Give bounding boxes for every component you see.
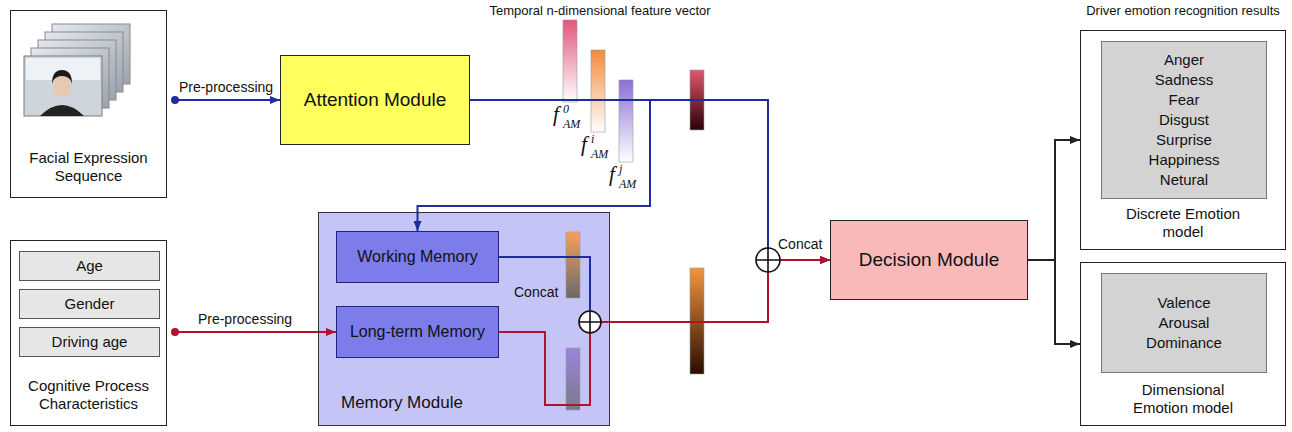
box-label: Disgust <box>1159 110 1209 130</box>
box-fill <box>19 327 160 357</box>
connector <box>499 260 830 405</box>
section-heading: Temporal n-dimensional feature vector <box>489 4 710 19</box>
box-label: Decision Module <box>859 249 999 272</box>
emotion-list: AngerSadnessFearDisgustSurpriseHappiness… <box>1101 41 1267 199</box>
box-label: Dominance <box>1146 333 1222 353</box>
edge-label: Pre-processing <box>198 311 292 327</box>
box-fill <box>1080 30 1286 250</box>
concat-symbol <box>756 248 780 272</box>
process-box: Decision Module <box>830 220 1028 300</box>
box-label: Netural <box>1160 170 1208 190</box>
box-fill <box>336 231 499 283</box>
attribute-box: Driving age <box>19 327 160 357</box>
box-label: Surprise <box>1156 130 1212 150</box>
connector <box>499 257 830 322</box>
box-label: Discrete Emotion model <box>1118 205 1248 241</box>
attribute-box: Age <box>19 251 160 281</box>
feature-vector <box>619 80 633 162</box>
box-fill <box>1080 262 1286 426</box>
module-panel: Memory Module Working MemoryLong-term Mem… <box>318 212 610 426</box>
operation-label: Concat <box>778 236 822 252</box>
output-panel: Discrete Emotion model AngerSadnessFearDi… <box>1080 30 1286 250</box>
subscript: AM <box>619 178 636 192</box>
memory-box: Long-term Memory <box>336 306 499 358</box>
concat-symbol <box>579 311 601 333</box>
box-fill <box>830 220 1028 300</box>
operation-label: Concat <box>514 284 558 300</box>
memory-box: Working Memory <box>336 231 499 283</box>
input-panel: Cognitive Process Characteristics AgeGend… <box>10 240 167 426</box>
video-frame <box>24 56 102 116</box>
concat-symbol <box>756 248 780 272</box>
box-fill <box>10 240 167 426</box>
box-label: Anger <box>1164 50 1204 70</box>
box-fill <box>318 212 610 426</box>
section-heading: Driver emotion recognition results <box>1086 4 1280 19</box>
superscript: 0 <box>563 103 569 117</box>
feature-vector <box>566 348 580 410</box>
process-box: Attention Module <box>280 55 470 145</box>
box-label: Attention Module <box>304 89 447 112</box>
edge-label: Pre-processing <box>179 79 273 95</box>
box-label: Long-term Memory <box>350 322 485 341</box>
connector <box>1028 260 1080 344</box>
emotion-list: ValenceArousalDominance <box>1101 273 1267 373</box>
subscript: AM <box>563 118 580 132</box>
box-label: Dimensional Emotion model <box>1118 381 1248 417</box>
box-label: Memory Module <box>341 393 463 413</box>
box-label: Facial Expression Sequence <box>19 149 159 185</box>
output-panel: Dimensional Emotion model ValenceArousalD… <box>1080 262 1286 426</box>
subscript: AM <box>591 148 608 162</box>
box-fill <box>1101 273 1267 373</box>
box-label: Driving age <box>52 333 128 351</box>
vector-symbol: f <box>581 132 587 156</box>
input-panel: Facial Expression Sequence <box>10 10 167 198</box>
connector <box>470 100 830 260</box>
feature-vector <box>591 50 605 132</box>
connector <box>1028 140 1080 260</box>
box-label: Age <box>76 257 103 275</box>
box-label: Cognitive Process Characteristics <box>17 377 160 413</box>
feature-vector <box>566 232 580 298</box>
connector <box>175 331 336 333</box>
driver-body <box>40 105 84 116</box>
box-fill <box>1101 41 1267 199</box>
box-label: Working Memory <box>357 247 478 266</box>
box-fill <box>19 251 160 281</box>
box-fill <box>280 55 470 145</box>
box-label: Valence <box>1157 293 1210 313</box>
vector-symbol: f <box>609 162 615 186</box>
box-label: Arousal <box>1159 313 1210 333</box>
box-label: Fear <box>1169 90 1200 110</box>
driver-hair <box>52 70 72 84</box>
box-label: Sadness <box>1155 70 1213 90</box>
superscript: i <box>591 133 594 147</box>
superscript: j <box>619 163 622 177</box>
box-fill <box>336 306 499 358</box>
vector-symbol: f <box>553 102 559 126</box>
connector <box>175 99 280 101</box>
box-fill <box>19 289 160 319</box>
feature-vector <box>563 20 577 102</box>
concat-symbol <box>579 311 601 333</box>
box-fill <box>10 10 167 198</box>
attribute-box: Gender <box>19 289 160 319</box>
box-label: Happiness <box>1149 150 1220 170</box>
driver-face <box>53 75 71 97</box>
box-label: Gender <box>64 295 114 313</box>
